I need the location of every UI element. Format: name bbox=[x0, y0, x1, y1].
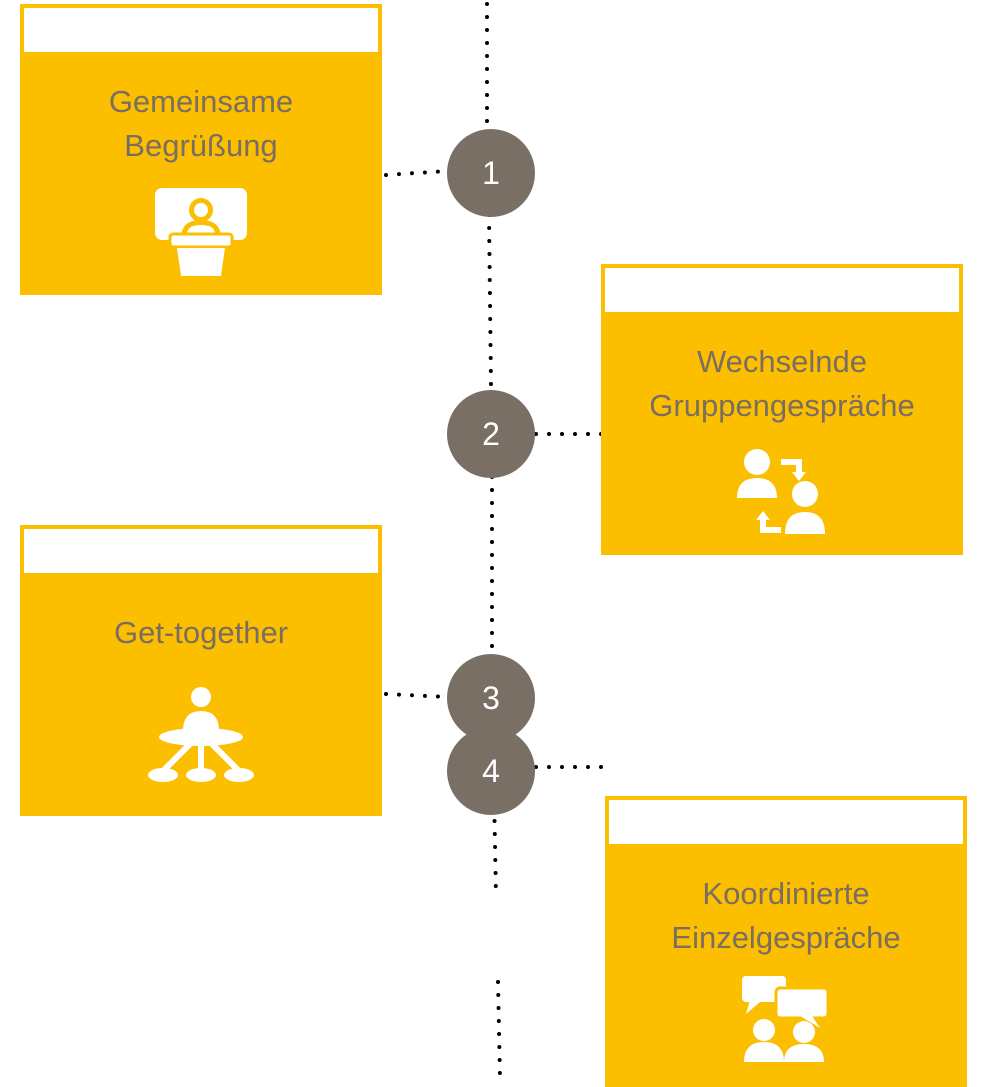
step-card-4: Koordinierte Einzelgespräche bbox=[605, 796, 967, 1087]
conversation-icon bbox=[742, 976, 830, 1062]
round-table-icon bbox=[148, 687, 254, 782]
card-header-band bbox=[24, 8, 378, 52]
card-header-band bbox=[24, 529, 378, 573]
step-node-1: 1 bbox=[447, 129, 535, 217]
step-title-2: Wechselnde Gruppengespräche bbox=[649, 344, 915, 423]
step-title-4: Koordinierte Einzelgespräche bbox=[671, 876, 901, 955]
step-card-3: Get-together bbox=[20, 525, 382, 816]
step-title-3: Get-together bbox=[113, 615, 289, 650]
step-card-2: Wechselnde Gruppengespräche bbox=[601, 264, 963, 555]
card-header-band bbox=[605, 268, 959, 312]
speaker-podium-icon bbox=[155, 188, 247, 276]
step-title-1: Gemeinsame Begrüßung bbox=[108, 84, 294, 163]
card-header-band bbox=[609, 800, 963, 844]
step-node-4: 4 bbox=[447, 727, 535, 815]
people-exchange-icon bbox=[737, 449, 825, 534]
step-card-1: Gemeinsame Begrüßung bbox=[20, 4, 382, 295]
step-node-2: 2 bbox=[447, 390, 535, 478]
